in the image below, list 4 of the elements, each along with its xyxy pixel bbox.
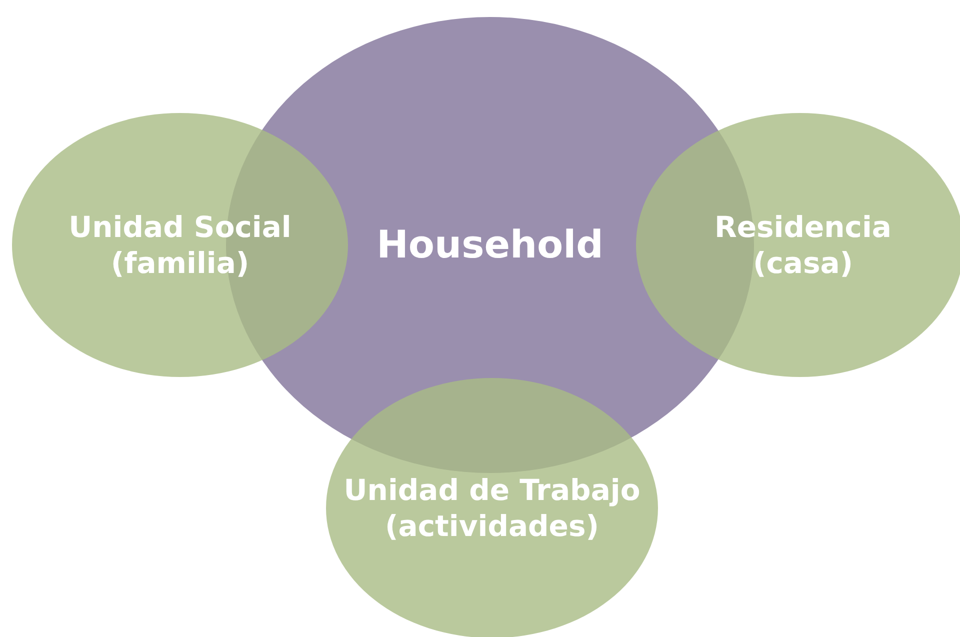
ellipse-label: Household: [376, 221, 604, 268]
ellipse-label: Unidad de Trabajo (actividades): [342, 472, 642, 544]
ellipse-label: Residencia (casa): [714, 208, 892, 282]
ellipse-label: Unidad Social (familia): [68, 208, 292, 282]
